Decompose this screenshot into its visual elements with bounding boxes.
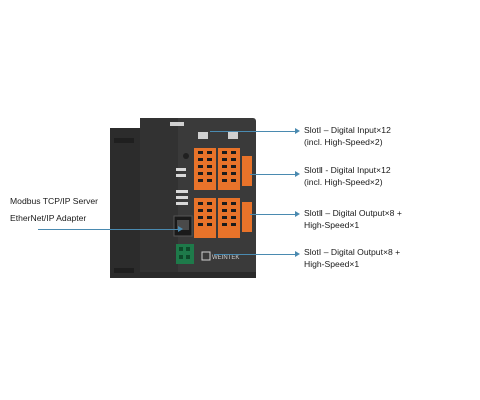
callout-arrow-slot2-output: [295, 211, 300, 217]
callout-arrow-slot2-input: [295, 171, 300, 177]
label-slot1-input-line1: SlotⅠ – Digital Input×12: [304, 125, 391, 135]
label-slot2-input-line2: (incl. High-Speed×2): [304, 176, 383, 187]
label-slot2-output: SlotⅡ – Digital Output×8 + High-Speed×1: [304, 208, 402, 231]
callout-line-slot1-input: [210, 131, 295, 132]
slot-1-mark: [198, 132, 208, 139]
callout-line-slot1-output: [214, 254, 295, 255]
label-slot1-input-line2: (incl. High-Speed×2): [304, 136, 383, 147]
lower-terminal-blocks: [194, 198, 252, 238]
label-slot2-input-line1: SlotⅡ - Digital Input×12: [304, 165, 391, 175]
status-button: [183, 153, 189, 159]
label-slot1-input: SlotⅠ – Digital Input×12 (incl. High-Spe…: [304, 125, 391, 148]
callout-line-slot2-input: [250, 174, 295, 175]
callout-line-slot2-output: [250, 214, 295, 215]
callout-line-protocols: [38, 229, 178, 230]
label-slot2-output-line1: SlotⅡ – Digital Output×8 +: [304, 208, 402, 218]
callout-arrow-protocols: [178, 226, 183, 232]
label-protocols: Modbus TCP/IP Server EtherNet/IP Adapter: [10, 193, 98, 227]
label-ethernet-ip: EtherNet/IP Adapter: [10, 213, 87, 223]
din-rail-plate: [110, 128, 140, 278]
label-slot2-output-line2: High-Speed×1: [304, 219, 360, 230]
brand-logo-text: WEINTEK: [212, 255, 239, 261]
power-connector: [176, 244, 194, 264]
callout-arrow-slot1-output: [295, 251, 300, 257]
label-slot1-output-line1: SlotⅠ – Digital Output×8 +: [304, 247, 401, 257]
label-slot1-output: SlotⅠ – Digital Output×8 + High-Speed×1: [304, 247, 400, 270]
upper-terminal-blocks: [194, 148, 252, 190]
callout-arrow-slot1-input: [295, 128, 300, 134]
weintek-logo-mark: [201, 251, 211, 261]
label-modbus: Modbus TCP/IP Server: [10, 196, 99, 206]
label-slot2-input: SlotⅡ - Digital Input×12 (incl. High-Spe…: [304, 165, 391, 188]
label-slot1-output-line2: High-Speed×1: [304, 258, 360, 269]
slot-2-mark: [228, 132, 238, 139]
